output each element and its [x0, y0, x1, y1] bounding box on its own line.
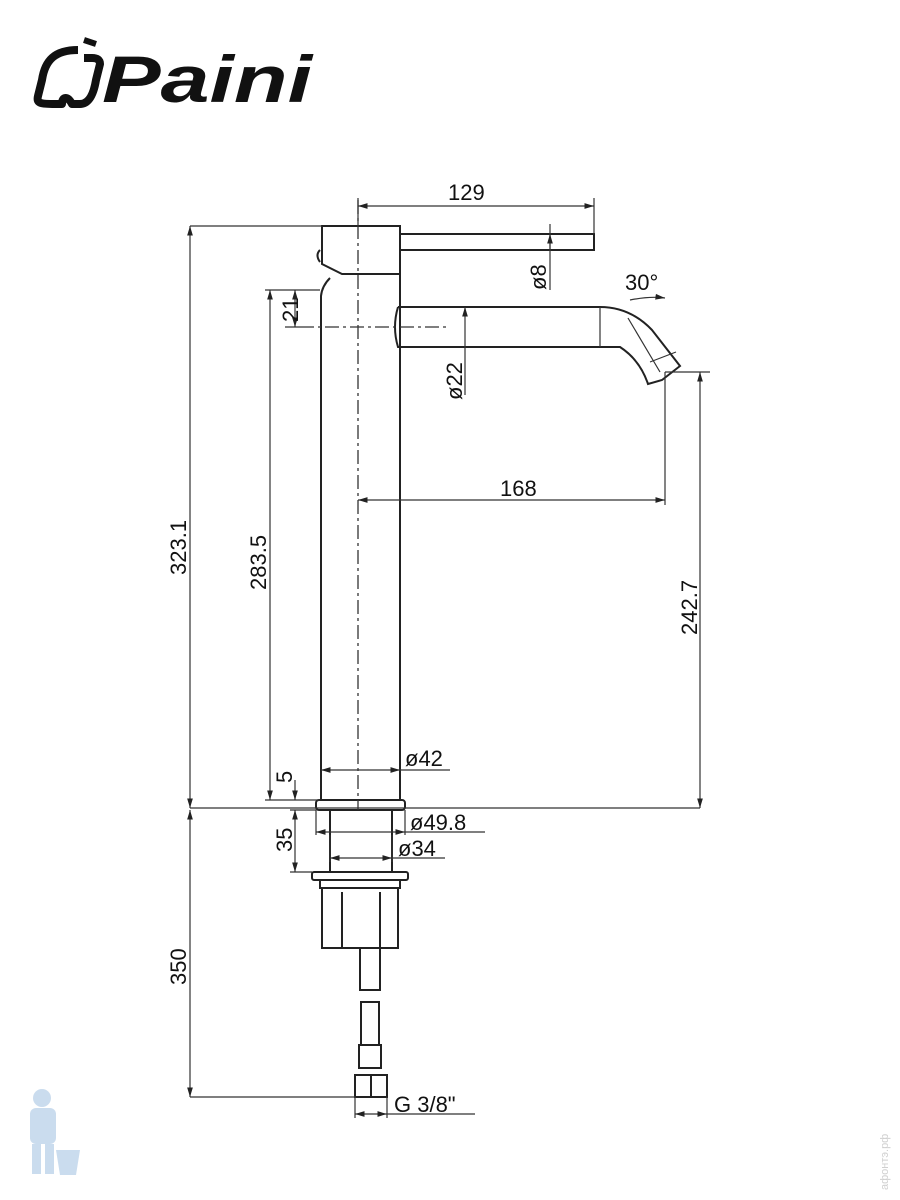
dim-body-diameter: ø42 — [405, 746, 443, 771]
dim-lever-diameter: ø8 — [526, 264, 551, 290]
dim-spout-offset: 21 — [278, 298, 303, 322]
faucet-body — [311, 225, 682, 1098]
svg-text:Paini: Paini — [102, 42, 314, 116]
dim-shank-height: 35 — [272, 828, 297, 852]
dim-connection-thread: G 3/8" — [394, 1092, 456, 1117]
extension-lines — [190, 198, 710, 1118]
dim-hose-length: 350 — [166, 948, 191, 985]
dim-shank-diameter: ø34 — [398, 836, 436, 861]
dim-spout-axis-height: 283.5 — [246, 535, 271, 590]
dim-spout-angle: 30° — [625, 270, 658, 295]
dim-spout-diameter: ø22 — [442, 362, 467, 400]
dim-base-diameter: ø49.8 — [410, 810, 466, 835]
dim-total-height: 323.1 — [166, 520, 191, 575]
dim-lever-reach: 129 — [448, 180, 485, 205]
plumber-mascot-icon — [30, 1089, 80, 1175]
watermark-text: афонтэ.рф — [879, 1134, 891, 1190]
dim-spout-reach: 168 — [500, 476, 537, 501]
dimension-lines — [187, 203, 703, 1117]
dim-outlet-height: 242.7 — [677, 580, 702, 635]
paini-logo: Paini — [33, 37, 314, 116]
dim-base-ring-height: 5 — [272, 771, 297, 783]
